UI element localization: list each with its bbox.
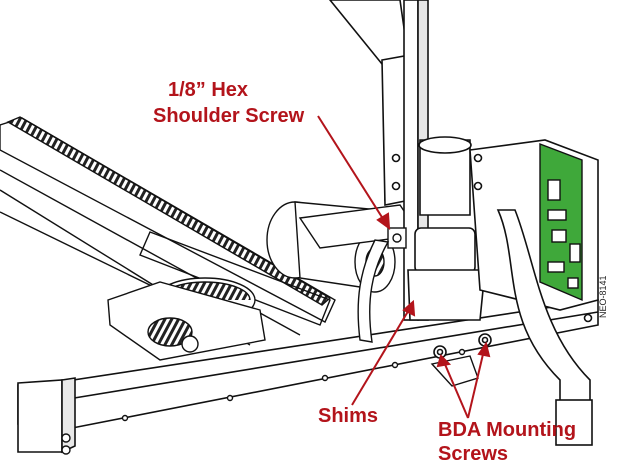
hex-screw-callout-line2: Shoulder Screw xyxy=(153,104,304,128)
frame-holes xyxy=(61,348,466,455)
bda-screws-callout-line2: Screws xyxy=(438,442,508,466)
document-id: NEO-8141 xyxy=(598,275,608,318)
hex-callout-line1: 1/8” Hex xyxy=(168,79,249,101)
pulley-assembly xyxy=(107,277,266,361)
hex-screw-callout: 1/8” Hex xyxy=(168,78,248,102)
vertical-column xyxy=(403,0,486,321)
bda-screws-callout: BDA Mounting xyxy=(438,418,576,442)
leader-lines xyxy=(317,115,491,419)
bda-callout-line2: Screws xyxy=(438,443,509,465)
strip-end xyxy=(555,399,593,446)
hex-shoulder-screw xyxy=(387,227,407,249)
bda-mounting-screws xyxy=(433,333,492,359)
wire-loop xyxy=(357,239,390,343)
shims-callout: Shims xyxy=(318,404,378,428)
upper-arm xyxy=(328,0,411,206)
hex-callout-line2: Shoulder Screw xyxy=(153,105,305,127)
bda-callout-line1: BDA Mounting xyxy=(438,419,577,441)
linear-rail xyxy=(0,116,336,346)
circuit-board xyxy=(539,142,583,302)
shims-label: Shims xyxy=(318,405,379,427)
